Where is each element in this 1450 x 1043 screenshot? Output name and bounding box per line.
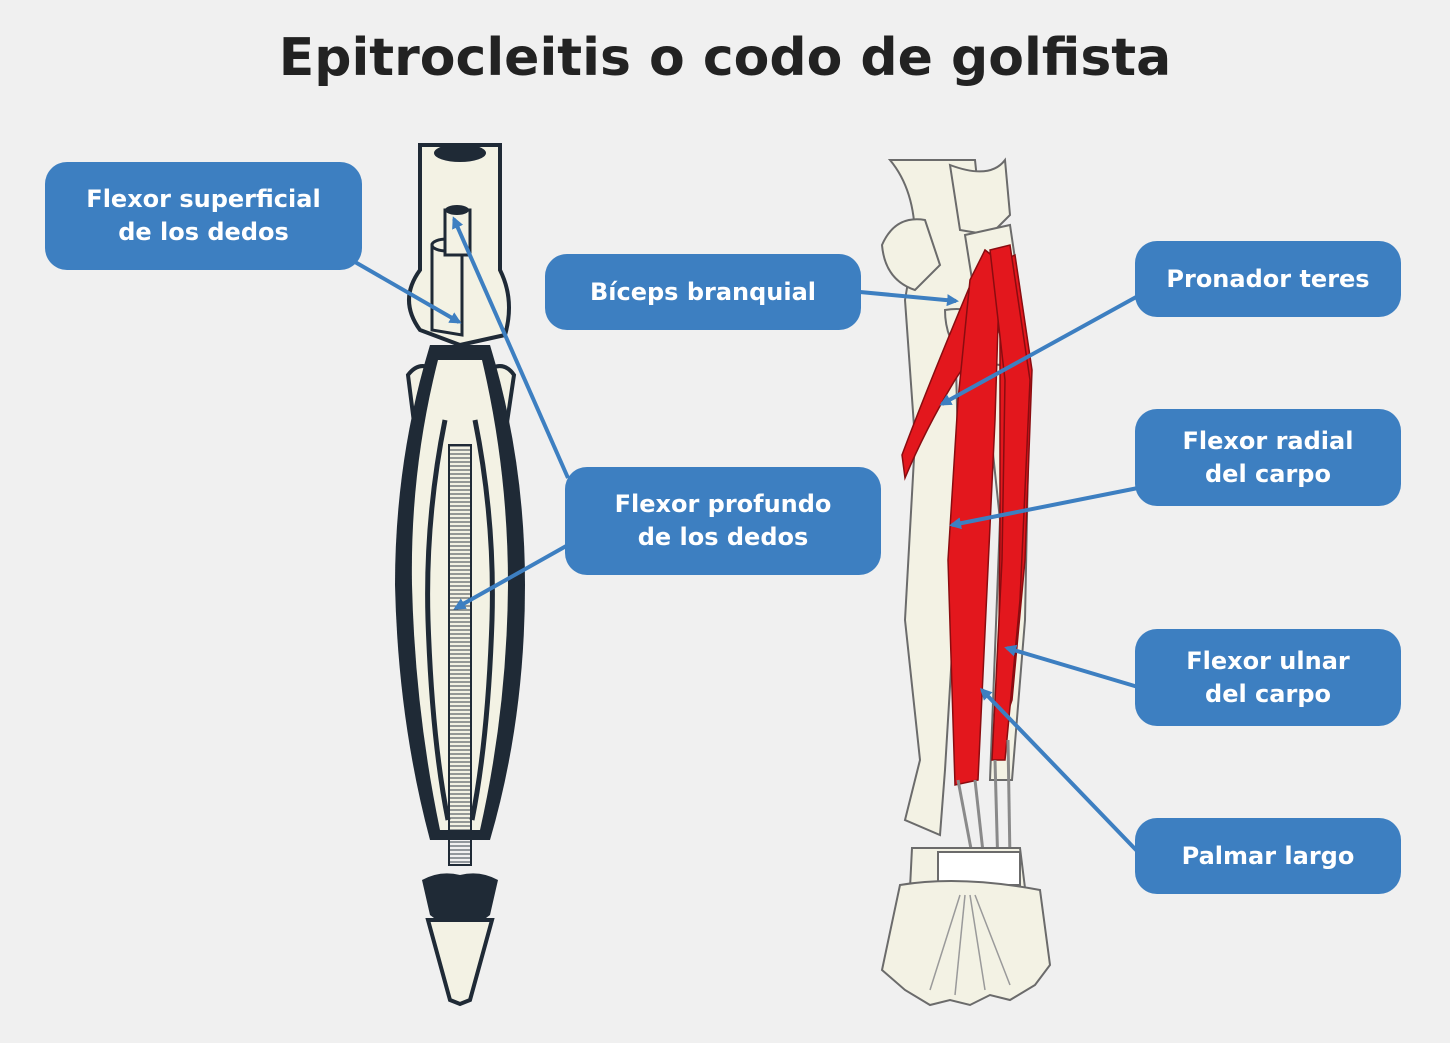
label-pronador: Pronador teres: [1135, 241, 1401, 317]
label-flexor-profundo: Flexor profundo de los dedos: [565, 467, 881, 575]
arrow-flexor-ulnar: [1007, 648, 1138, 687]
label-biceps: Bíceps branquial: [545, 254, 861, 330]
label-flexor-superficial: Flexor superficial de los dedos: [45, 162, 362, 270]
label-flexor-radial: Flexor radial del carpo: [1135, 409, 1401, 506]
finger-tendon-diagram: [395, 144, 525, 1004]
label-palmar-largo: Palmar largo: [1135, 818, 1401, 894]
label-flexor-ulnar: Flexor ulnar del carpo: [1135, 629, 1401, 726]
forearm-diagram: [882, 160, 1050, 1005]
